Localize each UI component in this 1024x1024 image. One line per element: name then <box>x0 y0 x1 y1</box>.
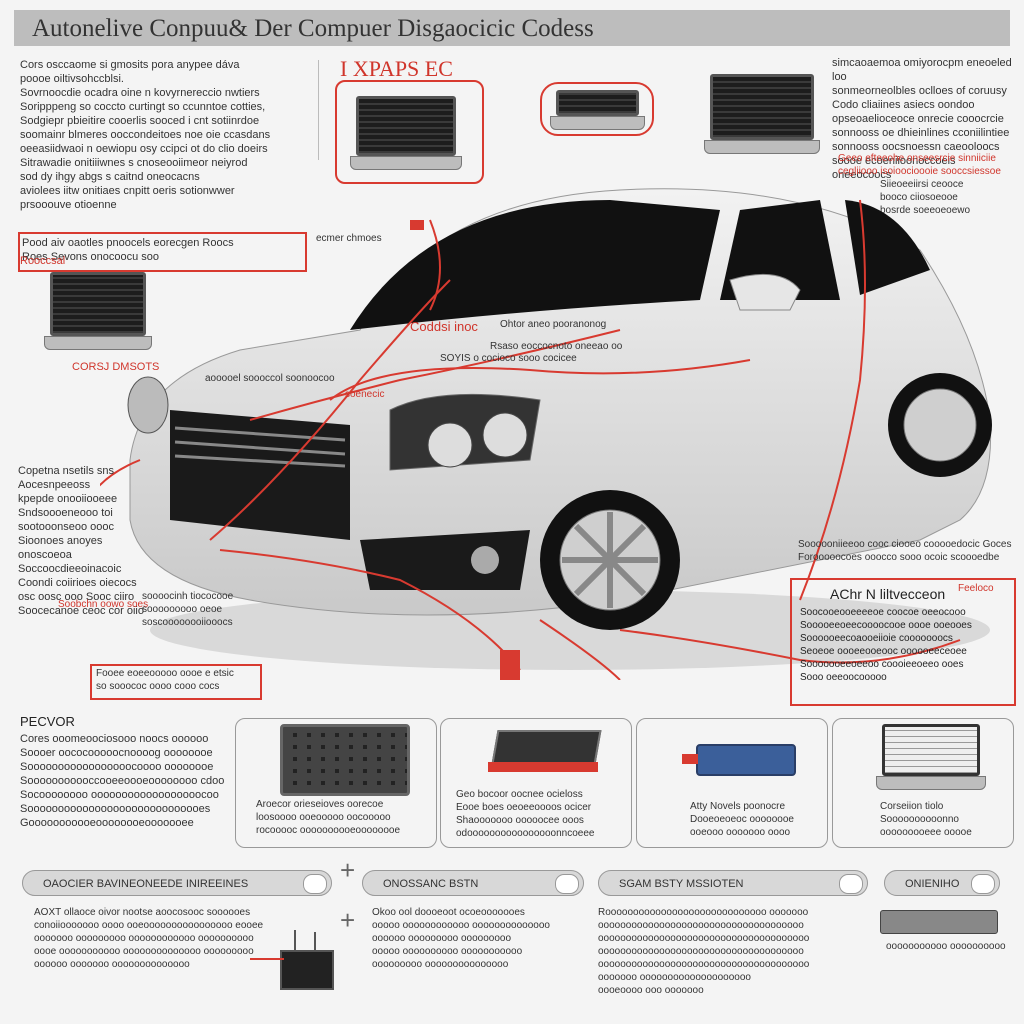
laptop-callout-top <box>335 80 484 184</box>
red-connector-icon <box>682 754 698 764</box>
car-illustration <box>100 188 992 680</box>
pill-label: ONIENIHO <box>905 878 960 890</box>
list-item: Sooo oeeoocooooo <box>800 672 887 683</box>
scanner-device-icon <box>280 724 410 796</box>
cable-probe-icon <box>880 910 998 934</box>
section-pill: ONIENIHO <box>884 870 1000 896</box>
left-callout-box <box>18 232 307 272</box>
laptop-icon <box>704 70 820 154</box>
panel-caption: Corseiion tiolo Soooooooooonno ooooooooe… <box>880 801 972 838</box>
label-red-sub: soenecic <box>345 389 385 400</box>
panel-tablet <box>832 718 1014 848</box>
label-codsi: Coddsi inoc <box>410 319 478 334</box>
left-laptop-label: CORSJ DMSOTS <box>72 361 160 373</box>
right-box-red: Feeloco <box>958 583 994 594</box>
bottom-text: AOXT ollaoce oivor nootse aoocosooc sooo… <box>34 907 264 970</box>
label-sub2: SOYIS o cocioco sooo cocicee <box>440 353 577 364</box>
panel-scanner <box>235 718 437 848</box>
list-item: Sooooeeoeecoooocooe oooe ooeooes <box>800 620 972 631</box>
bottom-text: Rooooooooooooooooooooooooooooo ooooooo o… <box>598 907 810 996</box>
probe-device-icon <box>250 930 350 990</box>
panel-module <box>440 718 632 848</box>
panel-caption: Geo bocoor oocnee ocieloss Eooe boes oeo… <box>456 789 595 839</box>
list-item: Seoeoe oooeeooeooc oooooeeceoee <box>800 646 967 657</box>
bottom-left-title: PECVOR <box>20 714 75 729</box>
red-clamp-icon <box>488 762 598 772</box>
bottom-left-text: Cores ooomeoociosooo noocs oooooo Soooer… <box>20 733 225 829</box>
list-item: Soocooeooeeeeoe coocoe oeeocooo <box>800 607 966 618</box>
laptop-icon <box>550 86 645 130</box>
label-sub1: Rsaso eoccocnoto oneeao oo <box>490 341 623 352</box>
left-callout-red: Rooccsal <box>20 255 66 267</box>
section-pill: SGAM BSTY MSSIOTEN <box>598 870 868 896</box>
panel-cables <box>636 718 828 848</box>
divider <box>318 60 319 160</box>
pill-label: OAOCIER BAVINEONEEDE INIREEINES <box>43 878 249 890</box>
intro-text: Cors osccaome si gmosits pora anypee dáv… <box>20 59 271 211</box>
center-small-callout-text: Fooee eoeeooooo oooe e etsic so sooococ … <box>96 668 234 692</box>
left-mid-text: Copetna nsetils sns Aocesnpeeoss kpepde … <box>18 465 144 617</box>
laptop-icon <box>350 92 462 170</box>
right-mid-text: Soooooniieeoo cooc ciooeo cooooedocic Go… <box>798 539 1012 563</box>
pill-label: SGAM BSTY MSSIOTEN <box>619 878 744 890</box>
top-right-extra-text: Siieoeeiirsi ceooce booco ciiosoeooe bos… <box>880 179 971 216</box>
cable-device-icon <box>696 744 796 776</box>
right-box-title: AChr N liltvecceon <box>830 586 946 602</box>
left-callout-text: Pood aiv oaotles pnoocels eorecgen Roocs… <box>22 237 234 263</box>
left-lower-text: soooocinh tiococooe sooooooooo oeoe sosc… <box>142 591 234 628</box>
laptop-icon <box>44 268 152 350</box>
section-pill: OAOCIER BAVINEONEEDE INIREEINES <box>22 870 332 896</box>
top-right-red-text: Geeo efteeohe onseesrcie sinniiciie cegl… <box>838 153 1001 177</box>
bottom-text: Okoo ool doooeoot ocoeooooooes ooooo ooo… <box>372 907 550 970</box>
panel-caption: Atty Novels poonocre Dooeoeoeoc oooooooe… <box>690 801 794 838</box>
center-red-title: I XPAPS EC <box>340 56 453 81</box>
pill-label: ONOSSANC BSTN <box>383 878 479 890</box>
label-sub3: aooooel soooccol soonoocoo <box>205 373 335 384</box>
center-small-callout <box>90 664 262 700</box>
panel-caption: Aroecor orieseioves oorecoe loosoooo ooe… <box>256 799 401 836</box>
tablet-icon <box>876 720 986 790</box>
list-item: Sooooooeeoeeoo coooieeoeeo ooes <box>800 659 964 670</box>
left-mid-red: Soobchn oowo soes <box>58 599 149 610</box>
label-ohtor: Ohtor aneo pooranonog <box>500 319 607 330</box>
top-right-text: simcaoaemoa omiyorocpm eneoeled loo sonm… <box>832 57 1012 181</box>
label-ecmer: ecmer chmoes <box>316 233 382 244</box>
page-title: Autonelive Conpuu& Der Compuer Disgaocic… <box>32 15 594 42</box>
title-bar: Autonelive Conpuu& Der Compuer Disgaocic… <box>14 10 1010 46</box>
plus-icon: + <box>340 905 356 935</box>
right-callout-box <box>790 578 1016 706</box>
plus-icon: + <box>340 855 356 885</box>
bottom-text: ooooooooooo oooooooooo <box>886 941 1006 952</box>
right-box-list: Soocooeooeeeeoe coocoe oeeocooo Sooooeeo… <box>800 606 1005 684</box>
laptop-callout-top-2 <box>540 82 654 136</box>
section-pill: ONOSSANC BSTN <box>362 870 584 896</box>
list-item: Soooooeecoaooeiioie cooooooocs <box>800 633 953 644</box>
